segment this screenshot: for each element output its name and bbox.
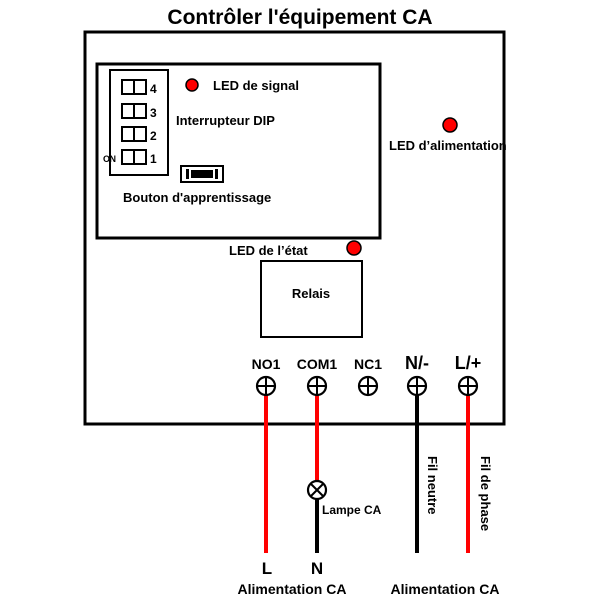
l-label: L: [262, 559, 272, 578]
n-label: N: [311, 559, 323, 578]
relay-box: [260, 260, 363, 338]
signal-led-label: LED de signal: [213, 78, 299, 93]
dip-switch-1[interactable]: [121, 149, 147, 165]
dip-switch: 4 3 2 1 ON: [103, 69, 169, 176]
lamp-icon: [306, 479, 328, 501]
status-led-label: LED de l’état: [229, 243, 308, 258]
dip-number-4: 4: [150, 82, 157, 96]
receiver-module-box: [95, 62, 382, 240]
dip-switch-4[interactable]: [121, 79, 147, 95]
terminal-com1[interactable]: [306, 375, 328, 397]
status-led: [346, 240, 362, 256]
terminal-no1[interactable]: [255, 375, 277, 397]
lamp-label: Lampe CA: [322, 503, 382, 517]
power-led: [442, 117, 458, 133]
terminal-live[interactable]: [457, 375, 479, 397]
phase-wire-label: Fil de phase: [478, 456, 493, 531]
dip-number-1: 1: [150, 152, 157, 166]
supply-right-label: Alimentation CA: [391, 581, 500, 597]
terminal-label-live: L/+: [455, 353, 482, 373]
dip-on-label: ON: [103, 154, 116, 164]
supply-left-label: Alimentation CA: [238, 581, 347, 597]
signal-led: [185, 78, 199, 92]
dip-switch-3[interactable]: [121, 103, 147, 119]
dip-number-2: 2: [150, 129, 157, 143]
terminal-label-com1: COM1: [297, 356, 338, 372]
relay-label: Relais: [292, 286, 330, 301]
power-led-label: LED d’alimentation: [389, 138, 507, 153]
controller-box: [83, 30, 506, 426]
dip-switch-label: Interrupteur DIP: [176, 113, 275, 128]
diagram-title: Contrôler l'équipement CA: [167, 6, 432, 29]
learn-button-label: Bouton d'apprentissage: [123, 190, 271, 205]
dip-switch-housing: [109, 69, 169, 176]
terminal-label-nc1: NC1: [354, 356, 382, 372]
terminal-label-no1: NO1: [252, 356, 281, 372]
terminal-label-neutral: N/-: [405, 353, 429, 373]
learn-button[interactable]: [180, 165, 224, 183]
dip-number-3: 3: [150, 106, 157, 120]
neutral-wire-label: Fil neutre: [425, 456, 440, 515]
dip-switch-2[interactable]: [121, 126, 147, 142]
terminal-nc1[interactable]: [357, 375, 379, 397]
terminal-neutral[interactable]: [406, 375, 428, 397]
